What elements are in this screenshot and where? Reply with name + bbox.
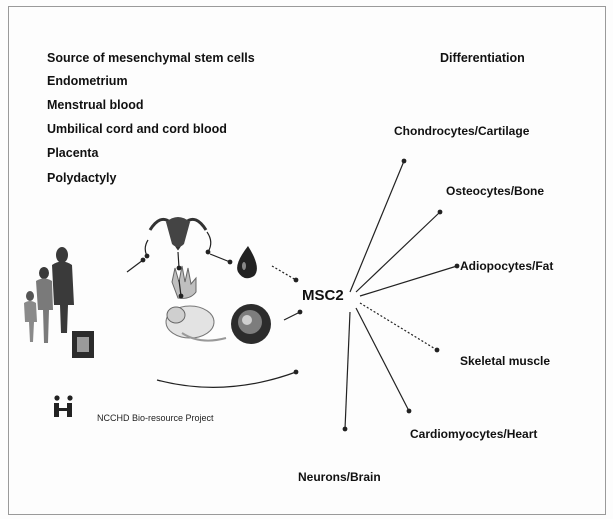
sources-title: Source of mesenchymal stem cells [47, 51, 255, 65]
source-item-placenta: Placenta [47, 146, 98, 160]
msc-center-label: MSC2 [302, 287, 344, 304]
target-heart: Cardiomyocytes/Heart [410, 427, 537, 441]
source-item-endometrium: Endometrium [47, 74, 128, 88]
photo-card-icon [72, 331, 94, 358]
source-item-umbilical-cord: Umbilical cord and cord blood [47, 122, 227, 136]
family-figures-icon [24, 247, 74, 343]
uterus-icon [150, 217, 206, 248]
target-skeletal-muscle: Skeletal muscle [460, 354, 550, 368]
project-label: NCCHD Bio-resource Project [97, 413, 214, 423]
differentiation-spokes [345, 161, 457, 429]
target-brain: Neurons/Brain [298, 470, 381, 484]
source-item-menstrual-blood: Menstrual blood [47, 98, 144, 112]
hand-icon [172, 266, 196, 298]
differentiation-title: Differentiation [440, 51, 525, 65]
source-item-polydactyly: Polydactyly [47, 171, 116, 185]
target-cartilage: Chondrocytes/Cartilage [394, 124, 529, 138]
placenta-icon [231, 304, 271, 344]
blood-drop-icon [237, 246, 257, 278]
target-bone: Osteocytes/Bone [446, 184, 544, 198]
people-logo-icon [54, 395, 73, 417]
source-arrows [127, 232, 300, 387]
target-fat: Adiopocytes/Fat [460, 259, 553, 273]
newborn-icon [166, 306, 226, 341]
